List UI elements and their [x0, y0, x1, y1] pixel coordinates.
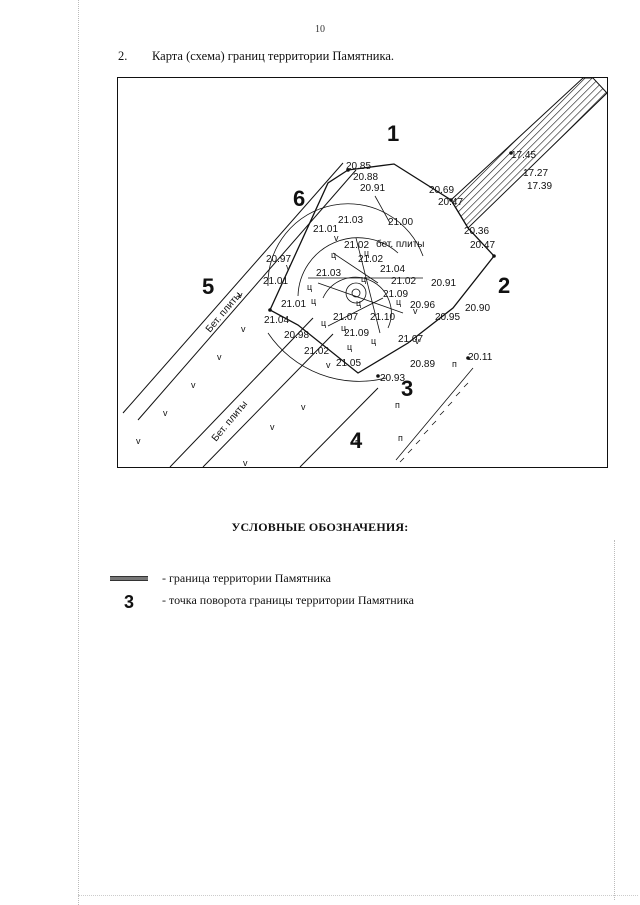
margin-line-left	[78, 0, 79, 905]
elevation-label: 17.45	[511, 150, 536, 161]
grass-symbol: v	[163, 408, 168, 418]
slope-ticks	[395, 367, 474, 463]
elevation-label: 20.47	[438, 197, 463, 208]
caption-text: Карта (схема) границ территории Памятник…	[152, 49, 395, 63]
road-label: бет. плиты	[376, 238, 424, 250]
brick-symbol: ц	[347, 342, 352, 352]
elevation-label: 20.91	[431, 278, 456, 289]
elevation-label: 21.02	[344, 240, 369, 251]
ground-symbols: v v v v v v v v v v v v v v ц ц ц ц ц ц …	[136, 233, 457, 467]
grass-symbol: v	[334, 233, 339, 243]
monument-boundary	[269, 163, 495, 374]
elevation-label: 20.36	[464, 226, 489, 237]
legend-item-text: - граница территории Памятника	[162, 571, 331, 585]
elevation-label: 21.09	[344, 328, 369, 339]
elevation-label: 20.47	[470, 240, 495, 251]
elevation-label: 21.00	[388, 217, 413, 228]
elevation-label: 21.07	[398, 334, 423, 345]
brick-symbol: ц	[396, 297, 401, 307]
brick-symbol: ц	[307, 282, 312, 292]
boundary-map: 1 2 3 4 5 6 Бет. плиты Бет. плиты бет. п…	[117, 77, 608, 468]
brick-symbol: ц	[331, 250, 336, 260]
elevation-label: 20.88	[353, 172, 378, 183]
brick-symbol: ц	[311, 296, 316, 306]
elevation-label: 21.07	[333, 312, 358, 323]
boundary-map-svg: 1 2 3 4 5 6 Бет. плиты Бет. плиты бет. п…	[122, 78, 607, 467]
elevation-label: 21.01	[281, 299, 306, 310]
elevation-label: 21.02	[304, 346, 329, 357]
elevation-label: 21.04	[264, 315, 289, 326]
elevation-label: 21.04	[380, 264, 405, 275]
vertex-number-6: 6	[293, 186, 305, 211]
elevation-label: 21.10	[370, 312, 395, 323]
margin-line-right	[614, 540, 615, 900]
grass-symbol: v	[301, 402, 306, 412]
elevation-label: 20.95	[435, 312, 460, 323]
grass-symbol: v	[270, 422, 275, 432]
grass-symbol: v	[243, 458, 248, 467]
elevation-label: 21.03	[338, 215, 363, 226]
elevation-label: 21.01	[313, 224, 338, 235]
page-number: 10	[315, 24, 325, 35]
concrete-roads	[122, 162, 379, 467]
vertex-number-1: 1	[387, 121, 399, 146]
elevation-label: 20.85	[346, 161, 371, 172]
tick-symbol: п	[395, 400, 400, 410]
brick-symbol: ц	[321, 318, 326, 328]
legend-item-text: - точка поворота границы территории Памя…	[162, 592, 415, 607]
road-label: Бет. плиты	[210, 399, 250, 444]
elevation-label: 21.02	[358, 254, 383, 265]
elevation-label: 17.39	[527, 181, 552, 192]
brick-symbol: ц	[364, 248, 369, 258]
elevation-labels: 20.85 20.88 20.91 20.69 20.47 17.45 17.2…	[263, 150, 552, 384]
elevation-label: 20.89	[410, 359, 435, 370]
elevation-label: 20.91	[360, 183, 385, 194]
grass-symbol: v	[413, 306, 418, 316]
vertex-number-4: 4	[350, 428, 363, 453]
legend-item-vertex: 3 - точка поворота границы территории Па…	[110, 589, 415, 612]
elevation-label: 21.05	[336, 358, 361, 369]
caption-number: 2.	[118, 49, 128, 63]
vertex-number-symbol: 3	[123, 592, 134, 612]
vertex-number-5: 5	[202, 274, 214, 299]
bottom-dotted-line	[78, 895, 638, 896]
elevation-label: 21.02	[391, 276, 416, 287]
brick-symbol: ц	[356, 298, 361, 308]
grass-symbol: v	[191, 380, 196, 390]
elevation-label: 21.03	[316, 268, 341, 279]
elevation-label: 20.98	[284, 330, 309, 341]
brick-symbol: ц	[341, 323, 346, 333]
brick-symbol: ц	[371, 336, 376, 346]
elevation-label: 20.90	[465, 303, 490, 314]
legend-title: УСЛОВНЫЕ ОБОЗНАЧЕНИЯ:	[231, 520, 409, 534]
elevation-label: 20.97	[266, 254, 291, 265]
tick-symbol: п	[452, 359, 457, 369]
brick-symbol: ц	[361, 274, 366, 284]
grass-symbol: v	[415, 336, 420, 346]
map-caption: 2. Карта (схема) границ территории Памятн…	[118, 49, 394, 64]
boundary-line-swatch	[110, 576, 148, 581]
inner-zones	[267, 195, 424, 382]
grass-symbol: v	[238, 290, 243, 300]
elevation-label: 20.69	[429, 185, 454, 196]
elevation-label: 20.93	[380, 373, 405, 384]
tick-symbol: п	[398, 433, 403, 443]
elevation-label: 21.01	[263, 276, 288, 287]
grass-symbol: v	[326, 360, 331, 370]
grass-symbol: v	[241, 324, 246, 334]
elevation-label: 20.96	[410, 300, 435, 311]
vertex-number-2: 2	[498, 273, 510, 298]
grass-symbol: v	[286, 262, 291, 272]
elevation-label: 17.27	[523, 168, 548, 179]
vertex-dots	[268, 151, 513, 378]
grass-symbol: v	[136, 436, 141, 446]
legend-item-boundary: - граница территории Памятника	[110, 571, 331, 586]
vertex-number-3: 3	[401, 376, 413, 401]
elevation-label: 20.11	[468, 352, 493, 363]
elevation-label: 21.09	[383, 289, 408, 300]
grass-symbol: v	[217, 352, 222, 362]
tick-symbol: п	[355, 437, 360, 447]
